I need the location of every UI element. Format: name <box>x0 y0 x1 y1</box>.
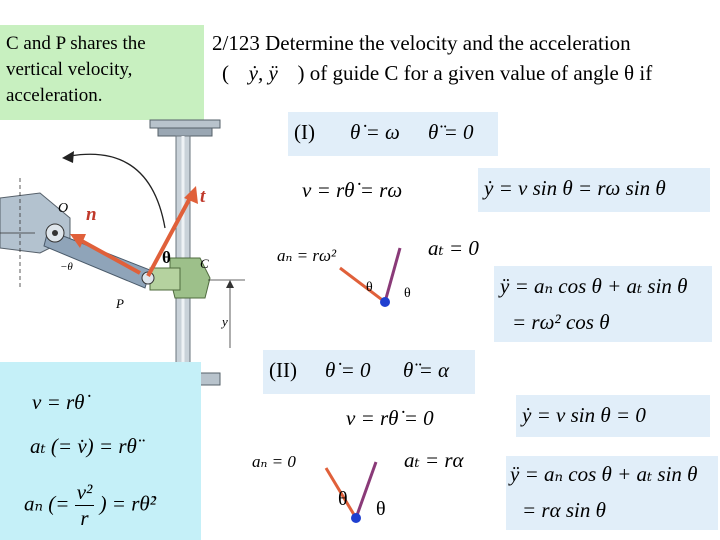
case2-alpha: θ̈ = α <box>403 358 450 382</box>
def-an-den: r <box>80 506 89 530</box>
label-y: y <box>220 314 228 329</box>
def-an: aₙ (= v² r ) = rθ̇² <box>24 480 156 531</box>
case2-v-eq: v = rθ̇ = 0 <box>346 406 434 430</box>
definitions-panel: v = rθ̇ aₜ (= v̇) = rθ̈ aₙ (= v² r ) = r… <box>0 362 201 540</box>
case1-alpha-eq: = 0 <box>443 120 474 144</box>
label-t: t <box>200 186 206 207</box>
note-line-3: acceleration. <box>6 85 103 106</box>
case2-theta-a: θ <box>338 488 348 510</box>
label-theta-fig: θ <box>162 248 171 267</box>
case2-omega: θ̇ = 0 <box>325 358 371 382</box>
problem-line-2: ( ẏ, ÿ ) of guide C for a given value of… <box>212 58 652 88</box>
case1-yddot-box: ÿ = aₙ cos θ + aₜ sin θ = rω² cos θ <box>494 266 712 342</box>
label-n: n <box>86 204 97 225</box>
case1-point <box>380 297 390 307</box>
case1-yddot-eq1: = aₙ cos θ + aₜ sin θ <box>514 274 688 298</box>
label-p: P <box>115 296 124 311</box>
note-line-1: C and P shares the <box>6 33 146 54</box>
case1-ydot-eq: = v sin θ = rω sin θ <box>498 176 666 200</box>
case2-yddot-box: ÿ = aₙ cos θ + aₜ sin θ = rα sin θ <box>506 456 718 530</box>
case1-an-arrow <box>339 266 386 304</box>
case1-at-arrow <box>383 247 402 303</box>
case2-at: aₜ = rα <box>404 448 464 472</box>
case2-point <box>351 513 361 523</box>
def-an-num: v² <box>74 480 95 506</box>
case2-ydot: ẏ = v sin θ = 0 <box>522 403 646 427</box>
case1-theta-b: θ <box>404 286 411 301</box>
crank-arm <box>43 229 151 289</box>
case1-yddot-line1: ÿ = aₙ cos θ + aₜ sin θ <box>500 274 688 298</box>
case1-omega: θ̇ = ω <box>350 120 400 144</box>
case1-alpha: θ̈ = 0 <box>428 120 474 144</box>
problem-line-2-suffix: ) of guide C for a given value of angle … <box>297 61 653 85</box>
note-box: C and P shares the vertical velocity, ac… <box>0 25 204 120</box>
case2-yddot-eq1: = aₙ cos θ + aₜ sin θ <box>524 462 698 486</box>
case1-at: aₜ = 0 <box>428 236 479 260</box>
case2-label: (II) <box>269 358 297 382</box>
case2-omega-eq: = 0 <box>340 358 371 382</box>
top-bracket <box>149 119 221 129</box>
t-arrow <box>146 197 192 277</box>
case1-header: (I) θ̇ = ω θ̈ = 0 <box>288 112 498 156</box>
n-arrow <box>79 238 141 275</box>
case1-v-eq: v = rθ̇ = rω <box>302 178 403 202</box>
case2-header: (II) θ̇ = 0 θ̈ = α <box>263 350 475 394</box>
def-an-suffix: ) = rθ̇² <box>99 491 157 516</box>
case2-vector-sketch <box>324 461 378 523</box>
label-o: O <box>58 201 68 216</box>
case2-an: aₙ = 0 <box>252 452 296 471</box>
label-c: C <box>200 256 209 271</box>
case2-yddot-line1: ÿ = aₙ cos θ + aₜ sin θ <box>510 462 698 486</box>
label-minus-theta: −θ <box>60 261 73 273</box>
case2-alpha-eq: = α <box>418 358 450 382</box>
def-an-fraction: v² r <box>74 480 95 531</box>
def-at: aₜ (= v̇) = rθ̈ <box>30 434 137 458</box>
case2-ydot-eq: = v sin θ = 0 <box>536 403 646 427</box>
problem-line-1: 2/123 Determine the velocity and the acc… <box>212 31 631 55</box>
case1-an: aₙ = rω² <box>277 246 337 265</box>
case2-at-arrow <box>354 461 378 519</box>
problem-statement: 2/123 Determine the velocity and the acc… <box>212 28 652 88</box>
case2-an-arrow <box>324 467 358 519</box>
case1-theta-a: θ <box>366 280 373 295</box>
case1-ydot-box: ẏ = v sin θ = rω sin θ <box>478 168 710 212</box>
rotation-arc <box>69 153 166 229</box>
case1-label: (I) <box>294 120 315 144</box>
def-v: v = rθ̇ <box>32 390 85 414</box>
case1-ydot: ẏ = v sin θ = rω sin θ <box>484 176 666 200</box>
mechanism-figure: O n t θ C P y −θ <box>0 119 245 407</box>
ydot-yddot-symbols: ẏ, ÿ <box>248 61 278 85</box>
note-line-2: vertical velocity, <box>6 59 133 80</box>
case1-vector-sketch <box>339 247 402 307</box>
def-an-prefix: aₙ (= <box>24 491 70 516</box>
case2-ydot-box: ẏ = v sin θ = 0 <box>516 395 710 437</box>
case1-yddot-line2: = rω² cos θ <box>512 310 610 334</box>
problem-line-2-prefix: ( <box>222 61 229 85</box>
case2-theta-b: θ <box>376 498 386 520</box>
case2-yddot-line2: = rα sin θ <box>522 498 606 522</box>
case1-omega-eq: = ω <box>365 120 400 144</box>
